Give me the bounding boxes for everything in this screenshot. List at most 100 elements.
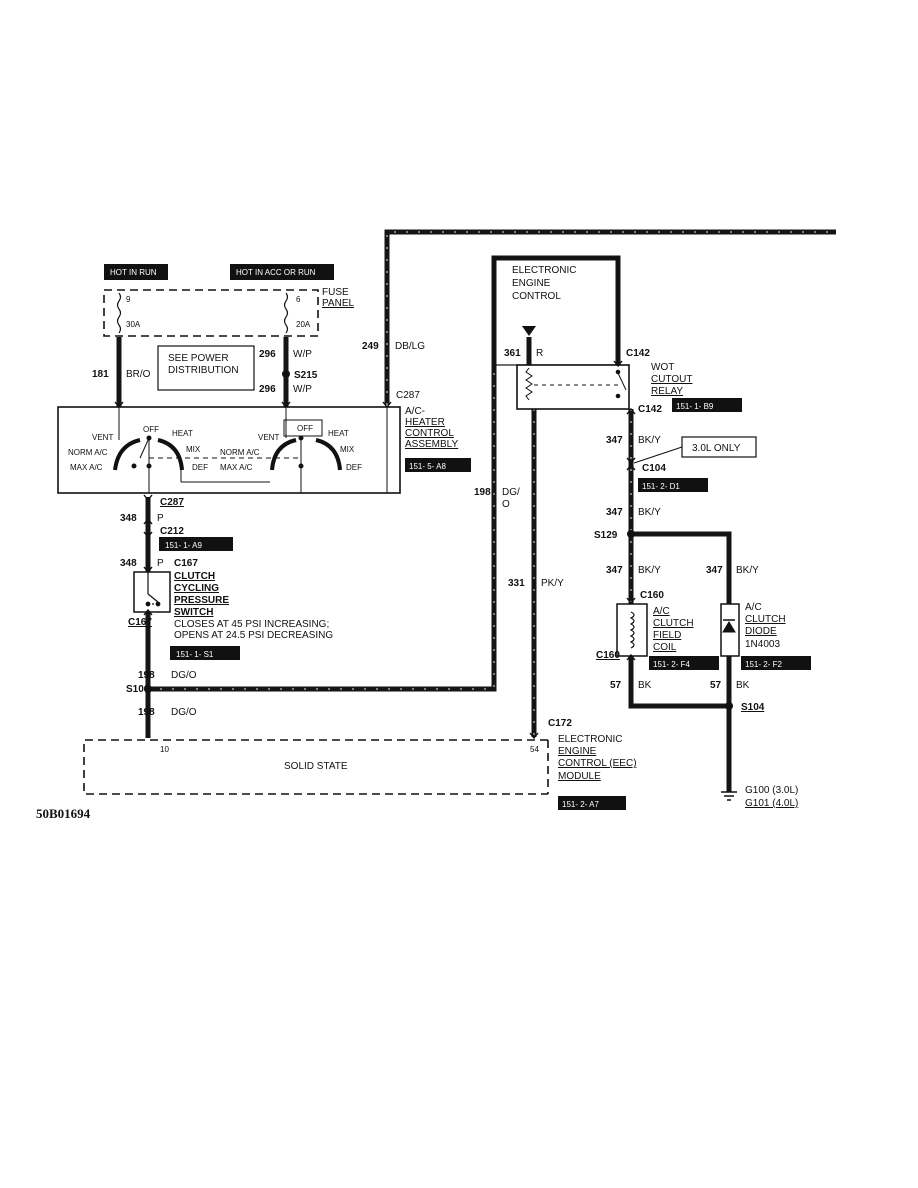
- splice-s106: [144, 685, 152, 693]
- wire-181-number: 181: [92, 369, 109, 380]
- fuse-panel-title-1: FUSE: [322, 287, 349, 298]
- wire-331-color: PK/Y: [541, 578, 564, 589]
- ground-icon: [721, 791, 737, 801]
- wire-348b-color: P: [157, 558, 164, 569]
- right-max: MAX A/C: [220, 463, 253, 472]
- wire-249-color: DB/LG: [395, 341, 425, 352]
- wire-347c-color: BK/Y: [638, 565, 661, 576]
- ground-g101: G101 (4.0L): [745, 798, 798, 809]
- wire-296b-number: 296: [259, 384, 276, 395]
- coil-line1: A/C: [653, 606, 670, 617]
- wire-198a-color: DG/O: [171, 670, 197, 681]
- fuse-panel-title-2: PANEL: [322, 298, 354, 309]
- wot-line3: RELAY: [651, 386, 683, 397]
- wire-347b-number: 347: [606, 507, 623, 518]
- diode-line1: A/C: [745, 602, 762, 613]
- module-line4: MODULE: [558, 771, 601, 782]
- clutch-line3: PRESSURE: [174, 595, 229, 606]
- wire-57a-color: BK: [638, 680, 652, 691]
- eec-line3: CONTROL: [512, 291, 561, 302]
- module-pin-right: 54: [530, 745, 539, 754]
- hot-in-acc-badge: [230, 264, 334, 280]
- wire-347c-number: 347: [606, 565, 623, 576]
- c212-label: C212: [160, 526, 184, 537]
- heater-line4: ASSEMBLY: [405, 439, 458, 450]
- fuse-panel-box: [103, 289, 319, 337]
- right-vent: VENT: [258, 433, 279, 442]
- left-mix: MIX: [186, 445, 201, 454]
- wire-57a-number: 57: [610, 680, 622, 691]
- fuse-a-amp: 30A: [126, 320, 141, 329]
- wot-line1: WOT: [651, 362, 674, 373]
- hot-in-run-label: HOT IN RUN: [110, 268, 157, 277]
- clutch-note2: OPENS AT 24.5 PSI DECREASING: [174, 630, 333, 641]
- clutch-note1: CLOSES AT 45 PSI INCREASING;: [174, 619, 329, 630]
- wire-361-arrow: [522, 326, 536, 336]
- wire-348b-number: 348: [120, 558, 137, 569]
- only-callout-text: 3.0L ONLY: [692, 443, 741, 454]
- ground-g100: G100 (3.0L): [745, 785, 798, 796]
- right-off: OFF: [297, 424, 313, 433]
- fuse-b-symbol: [283, 292, 289, 334]
- module-line3: CONTROL (EEC): [558, 758, 637, 769]
- coil-line4: COIL: [653, 642, 677, 653]
- right-def: DEF: [346, 463, 362, 472]
- wire-198c-number: 198: [474, 487, 491, 498]
- c160a-label: C160: [640, 590, 664, 601]
- c104-ref: 151- 2- D1: [642, 482, 680, 491]
- c212-ref: 151- 1- A9: [165, 541, 202, 550]
- wire-198b-number: 198: [138, 707, 155, 718]
- wire-331-number: 331: [508, 578, 525, 589]
- wire-249: [384, 229, 836, 405]
- diode-line2: CLUTCH: [745, 614, 786, 625]
- hot-in-run-badge: [104, 264, 168, 280]
- fuse-b-amp: 20A: [296, 320, 311, 329]
- wire-347-branch: [631, 531, 732, 604]
- splice-s104: [725, 702, 733, 710]
- wire-296a-number: 296: [259, 349, 276, 360]
- mode-switch-left: [113, 407, 184, 493]
- module-line2: ENGINE: [558, 746, 597, 757]
- c287a-label: C287: [396, 390, 420, 401]
- left-norm: NORM A/C: [68, 448, 108, 457]
- right-heat: HEAT: [328, 429, 349, 438]
- c142a-label: C142: [626, 348, 650, 359]
- hot-in-acc-label: HOT IN ACC OR RUN: [236, 268, 316, 277]
- wire-347d-number: 347: [706, 565, 723, 576]
- coil-line3: FIELD: [653, 630, 681, 641]
- see-power-line2: DISTRIBUTION: [168, 365, 239, 376]
- s104-label: S104: [741, 702, 765, 713]
- coil-icon: [629, 611, 635, 649]
- c287b-label: C287: [160, 497, 184, 508]
- module-line1: ELECTRONIC: [558, 734, 622, 745]
- wire-361-color: R: [536, 348, 543, 359]
- right-norm: NORM A/C: [220, 448, 260, 457]
- c167b-label: C167: [128, 617, 152, 628]
- fuse-a-number: 9: [126, 295, 131, 304]
- wot-ref: 151- 1- B9: [676, 402, 714, 411]
- wire-198c-color-1: DG/: [502, 487, 520, 498]
- wire-347d-color: BK/Y: [736, 565, 759, 576]
- s215-label: S215: [294, 370, 318, 381]
- wire-198a-number: 198: [138, 670, 155, 681]
- clutch-line2: CYCLING: [174, 583, 219, 594]
- s106-label: S106: [126, 684, 150, 695]
- diode-ref: 151- 2- F2: [745, 660, 782, 669]
- diode-icon: [722, 619, 736, 633]
- clutch-ref: 151- 1- S1: [176, 650, 214, 659]
- eec-line2: ENGINE: [512, 278, 551, 289]
- heater-line3: CONTROL: [405, 428, 454, 439]
- left-def: DEF: [192, 463, 208, 472]
- wire-198c-color-2: O: [502, 499, 510, 510]
- wire-57-left: [628, 656, 729, 709]
- coil-line2: CLUTCH: [653, 618, 694, 629]
- wire-361-number: 361: [504, 348, 521, 359]
- fuse-a-symbol: [116, 292, 122, 334]
- module-ref: 151- 2- A7: [562, 800, 599, 809]
- clutch-line1: CLUTCH: [174, 571, 215, 582]
- fuse-b-number: 6: [296, 295, 301, 304]
- module-pin-left: 10: [160, 745, 169, 754]
- wire-57b-color: BK: [736, 680, 750, 691]
- left-off: OFF: [143, 425, 159, 434]
